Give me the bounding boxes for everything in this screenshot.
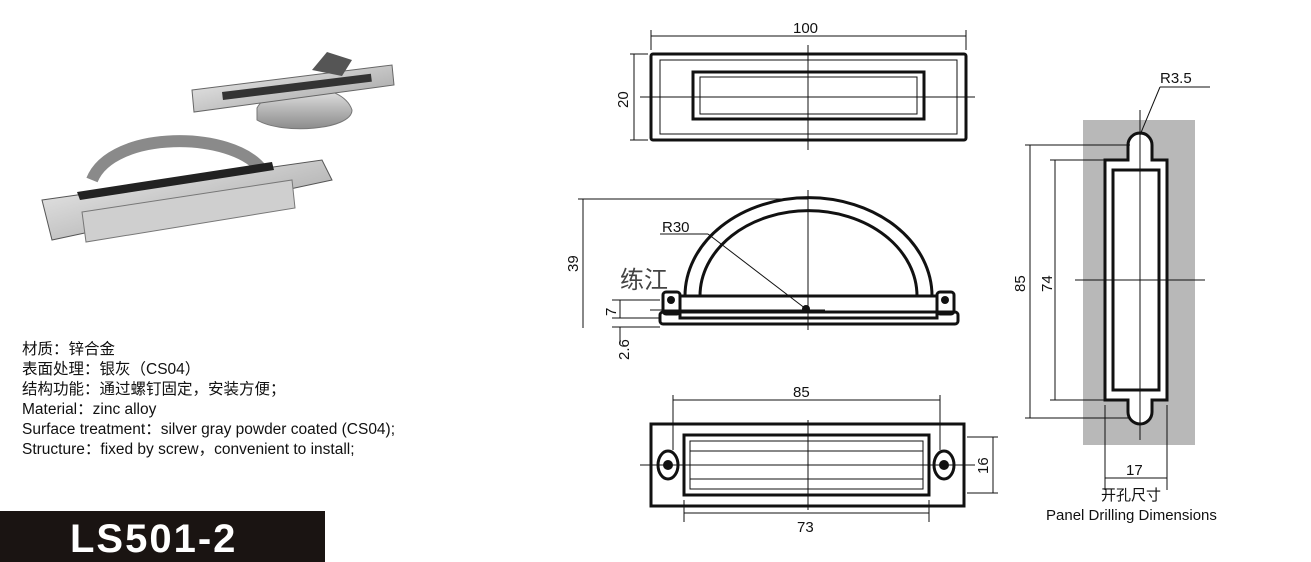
watermark-text: 练江 xyxy=(620,266,668,294)
dim-cutout-85: 85 xyxy=(1012,275,1029,292)
bottom-view: 85 73 16 xyxy=(640,384,998,536)
lower-latch-plate xyxy=(81,179,296,243)
dim-cutout-17: 17 xyxy=(1126,462,1143,479)
side-view: 39 R30 练江 7 2.6 xyxy=(565,190,960,360)
panel-title-cn: 开孔尺寸 xyxy=(1101,487,1161,504)
spec-material-en: Material：zinc alloy xyxy=(22,401,157,418)
spec-surface-cn: 表面处理：银灰（CS04） xyxy=(22,361,201,378)
dim-side-height: 39 xyxy=(565,255,582,272)
spec-structure-en: Structure：fixed by screw，convenient to i… xyxy=(22,441,355,458)
spec-material-cn: 材质：锌合金 xyxy=(22,341,116,358)
spec-structure-cn: 结构功能：通过螺钉固定，安装方便； xyxy=(22,381,286,398)
lower-handle-arc xyxy=(86,135,267,183)
spec-list: 材质：锌合金 表面处理：银灰（CS04） 结构功能：通过螺钉固定，安装方便； M… xyxy=(22,340,395,460)
dim-cutout-radius: R3.5 xyxy=(1160,70,1192,87)
dim-side-26: 2.6 xyxy=(616,339,633,360)
dim-bottom-85: 85 xyxy=(793,384,810,401)
spec-surface-en: Surface treatment：silver gray powder coa… xyxy=(22,421,396,438)
dim-bottom-16: 16 xyxy=(975,457,992,474)
upper-latch-slot xyxy=(222,73,372,100)
dim-cutout-74: 74 xyxy=(1039,275,1056,292)
dim-bottom-73: 73 xyxy=(797,519,814,536)
panel-title-en: Panel Drilling Dimensions xyxy=(1046,507,1217,524)
dim-top-height: 20 xyxy=(615,91,632,108)
dim-top-width: 100 xyxy=(793,20,818,37)
top-view: 100 20 xyxy=(615,20,975,150)
dim-radius: R30 xyxy=(662,219,690,236)
product-photo xyxy=(41,52,395,243)
lower-latch-black-strip xyxy=(77,162,274,200)
upper-latch-tab xyxy=(312,52,352,76)
model-banner: LS501-2 xyxy=(0,511,325,562)
panel-cutout-view: R3.5 85 74 17 开孔尺寸 Panel Drilling Dimens… xyxy=(1012,70,1217,524)
dim-side-7: 7 xyxy=(603,308,620,316)
model-label: LS501-2 xyxy=(70,517,238,561)
